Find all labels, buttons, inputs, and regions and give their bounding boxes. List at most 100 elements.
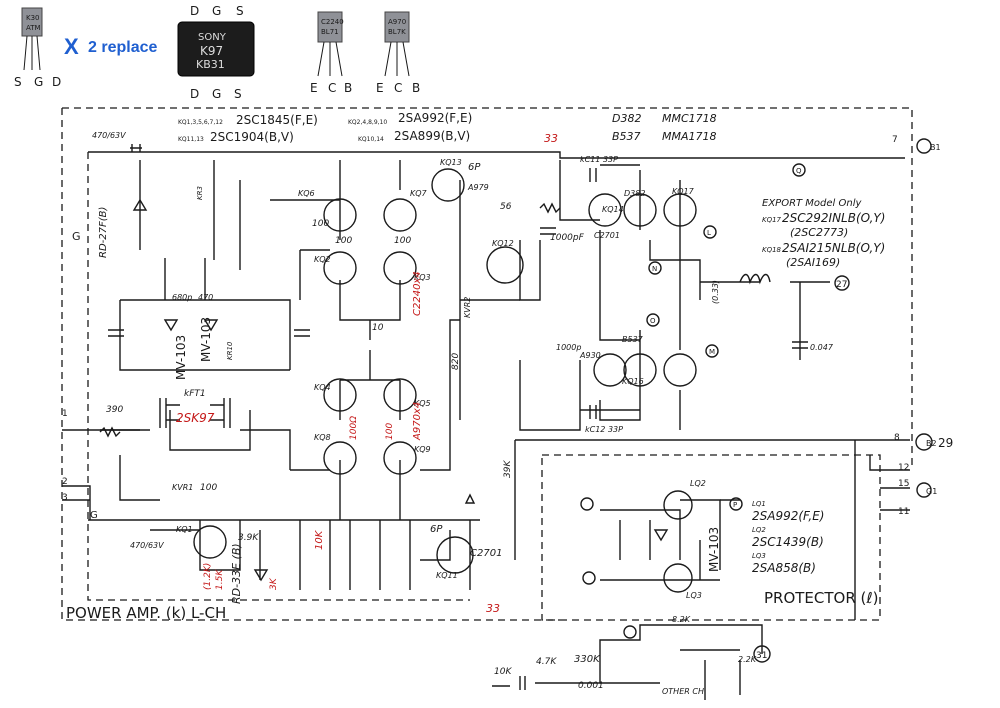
section-protector-label: PROTECTOR (ℓ) [764, 589, 878, 607]
part1-mark-1: K30 [26, 14, 40, 22]
label-470p: 470 [198, 293, 213, 302]
label-kq4: KQ4 [314, 383, 331, 392]
term-12: 12 [898, 463, 909, 473]
part1-pin-s: S [14, 75, 22, 89]
label-kr10: KR10 [226, 341, 234, 360]
header-line2-refs: KQ11,13 [178, 136, 204, 143]
header-line3-refs: KQ2,4,8,9,10 [348, 119, 387, 126]
part4-mark-1: A970 [388, 18, 406, 26]
label-kq13: KQ13 [440, 158, 462, 167]
replace-x-mark: X [64, 34, 79, 59]
fet-pair-symbol [159, 398, 231, 428]
part4-pin-c: C [394, 81, 402, 95]
label-a930: A930 [579, 351, 601, 360]
label-4-7k: 4.7K [536, 657, 557, 667]
node-m: M [709, 348, 715, 356]
header-line4-refs: KQ10,14 [358, 136, 384, 143]
label-c2701-bottom: C2701 [470, 548, 502, 559]
label-0-047: 0.047 [810, 343, 834, 352]
annot-1-5k: 1.5K [215, 569, 225, 590]
part-c2240-to92: C2240 BL71 E C B [310, 11, 352, 95]
node-q: Q [796, 167, 802, 175]
label-c470-63v-bottom: 470/63V [130, 541, 164, 550]
label-r3-9k: 3.9K [238, 533, 259, 543]
label-kvr1: KVR1 [172, 483, 193, 492]
header-line1-part: 2SC1845(F,E) [236, 113, 318, 127]
annot-3k: 3K [269, 577, 279, 590]
export-kq18: KQ18 [762, 246, 782, 254]
part2-mark-3: KB31 [196, 58, 225, 71]
term-g-bottom: G [90, 510, 98, 521]
term-3: 3 [62, 493, 68, 503]
part-k30-to92: K30 ATM S G D [14, 7, 61, 89]
part-a970-to92: A970 BL7K E C B [376, 11, 420, 95]
part4-pin-b: B [412, 81, 420, 95]
term-15: 15 [898, 479, 909, 489]
label-kq7: KQ7 [410, 189, 428, 198]
label-kq16: KQ16 [622, 377, 644, 386]
annot-100-right: 100 [385, 423, 395, 440]
other-ch-wiring [492, 624, 763, 690]
transistor-symbols [193, 168, 697, 593]
terminal-circles [580, 138, 933, 663]
lq1-part: 2SA992(F,E) [752, 509, 824, 523]
lq2-part: 2SC1439(B) [752, 535, 824, 549]
label-kq9: KQ9 [414, 445, 431, 454]
annot-c2240x4: C2240x4 [412, 271, 423, 316]
label-mv103-b: MV-103 [199, 317, 213, 362]
term-b1: B1 [930, 143, 941, 152]
part4-mark-2: BL7K [388, 28, 406, 36]
label-other-ch: OTHER CH [662, 687, 704, 696]
term-8: 8 [894, 433, 900, 443]
part2-pin-bot-d: D [190, 87, 199, 101]
header-line3-part: 2SA992(F,E) [398, 111, 472, 125]
header-d382: D382 [612, 112, 641, 125]
part2-pin-bot-g: G [212, 87, 221, 101]
part1-pin-g: G [34, 75, 43, 89]
label-d382-sch: D382 [624, 189, 645, 198]
node-o: O [650, 317, 656, 325]
label-0-001: 0.001 [578, 681, 604, 691]
part1-mark-2: ATM [26, 24, 41, 32]
header-mmc1718: MMC1718 [662, 112, 717, 125]
export-kq17: KQ17 [762, 216, 782, 224]
label-kft1: kFT1 [184, 389, 206, 399]
part3-mark-1: C2240 [321, 18, 344, 26]
label-kq5: KQ5 [414, 399, 431, 408]
label-kq2: KQ2 [314, 255, 331, 264]
label-6p-top: 6P [468, 162, 481, 173]
label-8-2k: 8.2K [672, 615, 691, 624]
term-33-top: 33 [544, 132, 558, 145]
part4-pin-e: E [376, 81, 384, 95]
term-31: 31 [756, 651, 767, 661]
export-kq17-alt: (2SC2773) [790, 226, 848, 239]
term-b2: B2 [926, 439, 937, 448]
label-r100-b: 100 [394, 236, 411, 246]
label-2-2k: 2.2K [738, 655, 757, 664]
annot-a970x4: A970x4 [412, 402, 423, 441]
node-l: L [707, 229, 711, 237]
label-r56: 56 [500, 202, 512, 212]
label-r100-c: 100 [312, 219, 329, 229]
label-a979: A979 [467, 183, 489, 192]
label-c470-63v-top: 470/63V [92, 131, 126, 140]
label-rd27: RD-27F(B) [98, 207, 109, 258]
label-c1000pf: 1000pF [550, 233, 585, 243]
annot-1-2k: (1.2K) [203, 563, 213, 590]
term-g1: G1 [926, 487, 937, 496]
part-sony-k97: D G S SONY K97 KB31 D G S [177, 4, 255, 101]
label-kq8: KQ8 [314, 433, 331, 442]
label-kr3: KR3 [196, 186, 204, 200]
term-27: 27 [836, 280, 847, 290]
protector-part-list: LQ1 2SA992(F,E) LQ2 2SC1439(B) LQ3 2SA85… [752, 500, 824, 575]
header-mma1718: MMA1718 [662, 130, 717, 143]
label-6p-bottom: 6P [430, 524, 443, 535]
label-mv103-a: MV-103 [174, 335, 188, 380]
label-lq3-sch: LQ3 [686, 591, 702, 600]
label-r100-d: 100 [200, 483, 217, 493]
annot-10k: 10K [314, 529, 325, 550]
label-330k: 330K [574, 654, 601, 665]
lq3-ref: LQ3 [752, 552, 766, 560]
header-b537: B537 [612, 130, 641, 143]
